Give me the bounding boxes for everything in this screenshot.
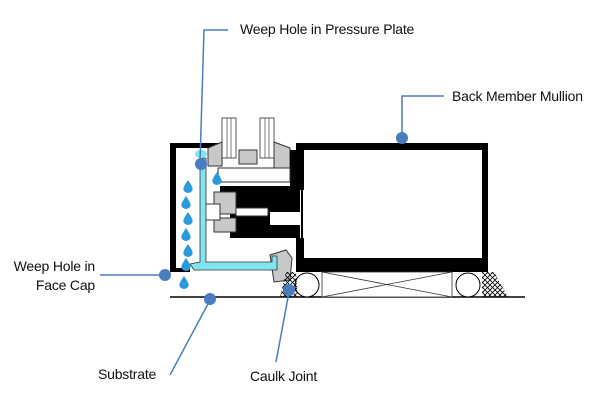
backer-rod-left bbox=[294, 272, 320, 298]
label-weep-hole-pressure-plate: Weep Hole in Pressure Plate bbox=[240, 21, 415, 37]
callout-back-member bbox=[396, 95, 444, 144]
label-back-member-mullion: Back Member Mullion bbox=[452, 88, 583, 104]
face-cap bbox=[170, 143, 220, 272]
weep-pressure-plate-water bbox=[195, 150, 207, 158]
label-substrate: Substrate bbox=[98, 366, 157, 382]
callout-substrate bbox=[169, 293, 216, 376]
back-member-mullion bbox=[296, 143, 488, 272]
pressure-plate-assembly bbox=[203, 117, 300, 283]
water-drainage-path bbox=[189, 157, 278, 271]
caulk-joint-right bbox=[482, 272, 508, 297]
label-weep-hole-face-cap-line1: Weep Hole in bbox=[13, 258, 96, 274]
backer-rod-right bbox=[455, 272, 481, 298]
label-weep-hole-face-cap-line2: Face Cap bbox=[35, 277, 95, 293]
setting-block bbox=[321, 271, 453, 298]
label-caulk-joint: Caulk Joint bbox=[250, 368, 318, 384]
callout-caulk-joint bbox=[275, 284, 295, 363]
callout-weep-pressure-plate bbox=[195, 29, 228, 170]
callout-weep-face-cap bbox=[100, 269, 171, 281]
